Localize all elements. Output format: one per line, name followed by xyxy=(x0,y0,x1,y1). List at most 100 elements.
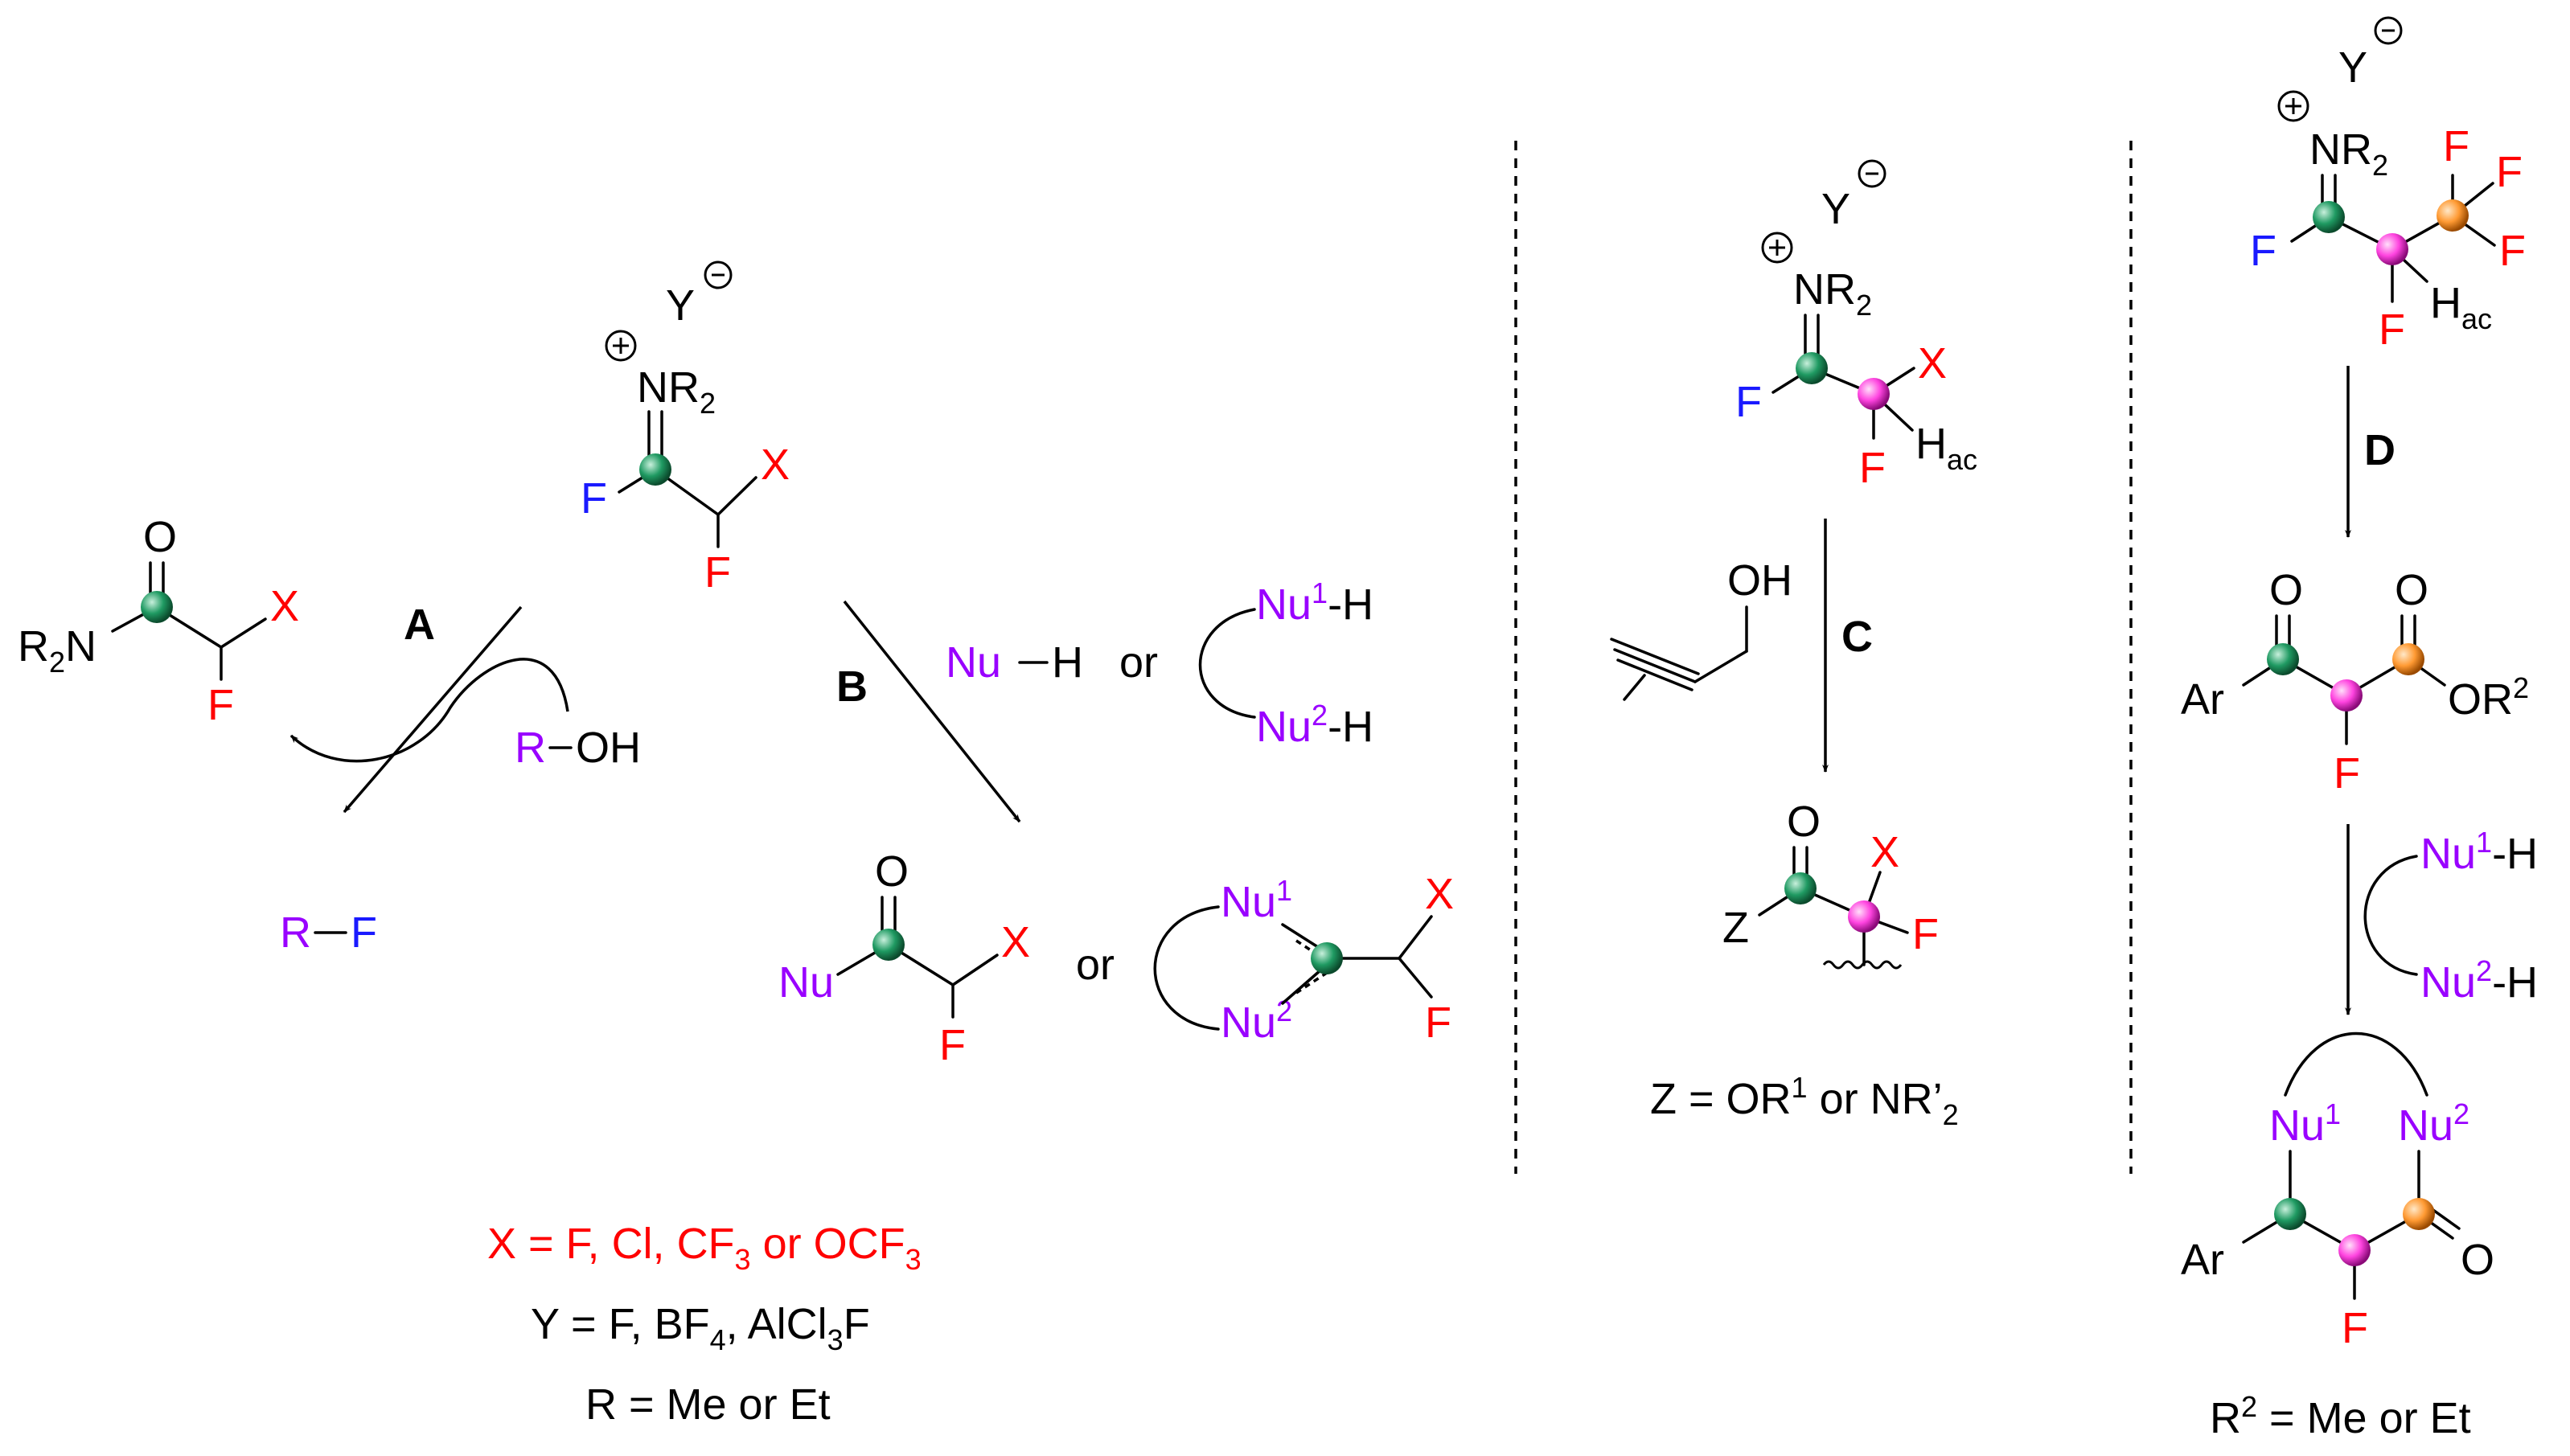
arrow-b xyxy=(843,600,1021,823)
legend-left: X = F, Cl, CF3 or OCF3 Y = F, BF4, AlCl3… xyxy=(487,1220,922,1429)
atom-f-blue: F xyxy=(581,474,607,523)
route-c: C OH xyxy=(1610,519,1873,773)
product-b2: Nu1 Nu2 X F xyxy=(1153,870,1454,1047)
legend-r: R = Me or Et xyxy=(585,1380,831,1429)
step-label-d: D xyxy=(2364,426,2396,474)
legend-r2: R2 = Me or Et xyxy=(2210,1390,2471,1442)
pc-o: O xyxy=(1787,798,1821,846)
pd-f: F xyxy=(2342,1304,2368,1352)
minus-charge-icon xyxy=(2374,16,2403,45)
d-y: Y xyxy=(2338,43,2367,92)
c-x: X xyxy=(1918,339,1947,388)
b1-o: O xyxy=(875,847,909,896)
rf-f: F xyxy=(351,908,377,957)
pc-f: F xyxy=(1912,910,1939,958)
propargyl-triple-1 xyxy=(1613,648,1697,683)
b1-x: X xyxy=(1001,918,1030,966)
propargyl-triple-2 xyxy=(1616,658,1693,691)
arrow-a xyxy=(343,605,523,814)
or-2: or xyxy=(1076,941,1115,989)
ke-o2: O xyxy=(2395,566,2428,614)
b2-arc xyxy=(1153,905,1220,1031)
d-nu1h: Nu1-H xyxy=(2420,826,2538,878)
nuh-nu: Nu xyxy=(946,638,1001,687)
step-label-a: A xyxy=(404,601,435,649)
legend-x: X = F, Cl, CF3 or OCF3 xyxy=(487,1220,922,1276)
b1-c-x xyxy=(951,954,999,986)
roh-r: R xyxy=(515,724,546,772)
amide-r2n: R2N xyxy=(18,622,96,679)
b2-c-x xyxy=(1398,915,1433,960)
pd-nu2: Nu2 xyxy=(2398,1097,2469,1150)
pc-x: X xyxy=(1870,828,1899,876)
atom-pink xyxy=(2330,679,2363,712)
minus-charge-icon xyxy=(1858,159,1886,188)
iminium-n: NR2 xyxy=(637,363,716,420)
atom-green xyxy=(872,929,905,961)
atom-x-red: X xyxy=(761,441,790,489)
b1-nu: Nu xyxy=(778,958,834,1007)
curved-arrow-a xyxy=(289,658,569,763)
bond-c-x xyxy=(220,617,267,649)
d-nu2h: Nu2-H xyxy=(2420,954,2538,1007)
route-b: B Nu H or Nu1-H Nu2-H xyxy=(836,576,1373,823)
atom-pink xyxy=(1848,900,1880,933)
atom-pink xyxy=(2376,233,2408,265)
atom-pink xyxy=(1858,378,1890,410)
plus-charge-icon xyxy=(1761,232,1793,264)
plus-charge-icon xyxy=(605,330,637,362)
step-label-c: C xyxy=(1841,613,1873,661)
propargyl-wavy xyxy=(1623,674,1646,701)
propargyl-oh: OH xyxy=(1727,556,1792,605)
d-hac: Hac xyxy=(2430,279,2492,335)
pd-arc xyxy=(2284,1032,2428,1097)
propargyl-triple-3 xyxy=(1610,638,1700,675)
amide-o: O xyxy=(143,513,177,561)
atom-f-red: F xyxy=(704,548,731,597)
d-f-blue: F xyxy=(2250,227,2276,275)
counter-anion-y: Y xyxy=(666,281,695,330)
amide-x: X xyxy=(270,582,299,630)
b2-f: F xyxy=(1425,999,1451,1047)
or-1: or xyxy=(1119,638,1158,687)
rf-r: R xyxy=(280,908,311,957)
c-nr2: NR2 xyxy=(1793,265,1872,322)
b2-bond-bot-dash xyxy=(1295,971,1328,995)
d-bidentate-arc xyxy=(2363,855,2418,976)
legend-z: Z = OR1 or NR’2 xyxy=(1650,1071,1959,1131)
atom-green xyxy=(2274,1198,2306,1230)
pd-nu1: Nu1 xyxy=(2269,1097,2341,1150)
propargyl-bond-2 xyxy=(1693,650,1748,683)
nu2h: Nu2-H xyxy=(1256,699,1373,751)
atom-green xyxy=(2313,201,2345,233)
bidentate-arc-top xyxy=(1198,608,1256,719)
atom-orange xyxy=(2392,643,2424,675)
step-label-b: B xyxy=(836,662,868,711)
atom-orange xyxy=(2437,199,2469,232)
ke-o1: O xyxy=(2269,566,2303,614)
ke-or2: OR2 xyxy=(2448,671,2529,724)
route-a: A R OH R F xyxy=(280,601,641,957)
iminium-salt-d: Y NR2 F F F F F Hac xyxy=(2250,16,2526,354)
product-b1: O Nu X F or xyxy=(778,847,1115,1069)
ketoester: O O Ar OR2 F xyxy=(2181,566,2529,798)
d-nr2: NR2 xyxy=(2309,125,2388,182)
atom-green xyxy=(639,453,671,486)
atom-green xyxy=(2267,643,2299,675)
d-f-red: F xyxy=(2379,306,2405,354)
bond-c-x xyxy=(716,476,757,516)
product-d: Nu1 Nu2 Ar O F xyxy=(2181,1032,2494,1352)
ke-ar: Ar xyxy=(2181,675,2224,724)
atom-pink xyxy=(2338,1234,2371,1266)
atom-green xyxy=(1796,352,1828,384)
nuh-h: H xyxy=(1052,638,1083,687)
b2-c-f xyxy=(1398,957,1433,999)
atom-orange xyxy=(2403,1198,2435,1230)
b2-nu2: Nu2 xyxy=(1221,995,1292,1047)
legend-y: Y = F, BF4, AlCl3F xyxy=(531,1300,870,1356)
d-f-top: F xyxy=(2443,122,2469,170)
b1-f: F xyxy=(939,1021,966,1069)
atom-green xyxy=(1784,872,1817,904)
d-f-low: F xyxy=(2499,227,2526,275)
